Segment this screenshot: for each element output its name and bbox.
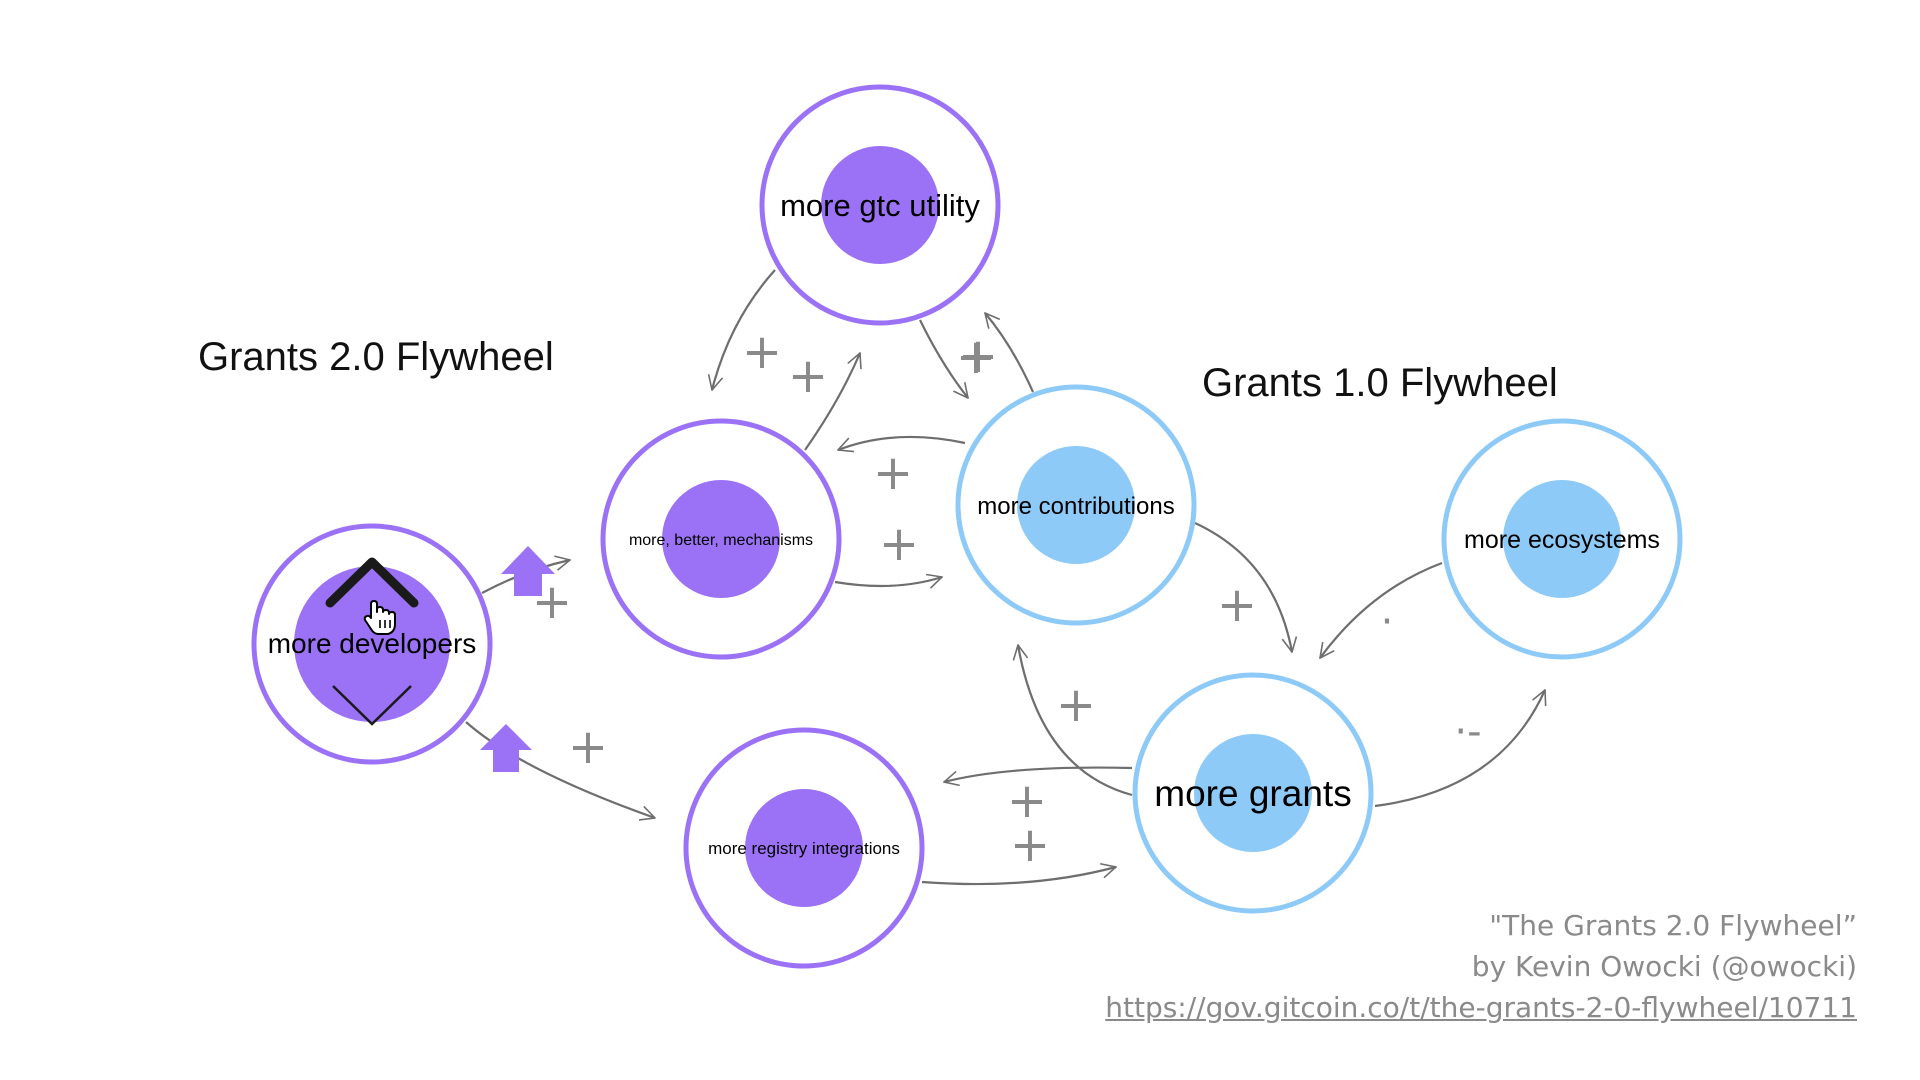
grants2-title: Grants 2.0 Flywheel	[198, 335, 554, 379]
up-arrow-icon	[501, 546, 555, 596]
caption-author: by Kevin Owocki (@owocki)	[1471, 950, 1857, 983]
arrow-grants-to-ecosystems	[1374, 690, 1545, 808]
arrow-mechanisms-to-contributions	[834, 577, 942, 586]
source-link[interactable]: https://gov.gitcoin.co/t/the-grants-2-0-…	[1105, 991, 1857, 1024]
arrow-grants-to-contributions	[1018, 645, 1133, 797]
arrow-registry-to-grants	[921, 867, 1116, 886]
arrow-contributions-to-grants	[1194, 522, 1292, 652]
polarity-signs: + + + + + + + · ·- + + + + +	[532, 324, 1482, 873]
caption-link-wrap: https://gov.gitcoin.co/t/the-grants-2-0-…	[1105, 988, 1857, 1028]
node-ecosystems[interactable]: more ecosystems	[1441, 418, 1683, 660]
arrow-contributions-to-mechanisms	[838, 435, 966, 450]
node-label: more contributions	[977, 493, 1174, 520]
sign-plus: +	[873, 445, 913, 501]
sign-plus: +	[568, 719, 608, 775]
chevron-up-icon[interactable]	[325, 557, 419, 608]
sign-plus: +	[742, 324, 782, 380]
node-label: more ecosystems	[1464, 526, 1660, 554]
sign-dot: ·	[1381, 599, 1394, 645]
node-gtc-utility[interactable]: more gtc utility	[759, 84, 1001, 326]
sign-plus: +	[956, 329, 996, 385]
node-label: more, better, mechanisms	[629, 532, 813, 549]
chevron-down-icon[interactable]	[332, 685, 412, 726]
node-contributions[interactable]: more contributions	[955, 384, 1197, 626]
sign-plus: +	[879, 516, 919, 572]
node-label: more gtc utility	[780, 188, 980, 223]
arrow-gtc-to-contributions	[919, 319, 968, 398]
arrow-ecosystems-to-grants	[1320, 561, 1443, 658]
node-grants[interactable]: more grants	[1132, 672, 1374, 914]
sign-plus: +	[1217, 577, 1257, 633]
sign-plus: +	[1007, 773, 1047, 829]
node-developers[interactable]: more developers	[251, 523, 493, 765]
sign-plus: +	[1056, 677, 1096, 733]
node-label: more registry integrations	[708, 839, 900, 858]
caption-title: "The Grants 2.0 Flywheel”	[1489, 909, 1857, 942]
arrow-developers-to-registry	[465, 721, 655, 818]
arrow-grants-to-registry	[944, 766, 1133, 782]
hand-pointer-icon	[363, 600, 396, 635]
sign-plus: +	[958, 328, 998, 384]
connection-arrows	[465, 269, 1545, 886]
node-registry[interactable]: more registry integrations	[683, 727, 925, 969]
sign-dot-minus: ·-	[1454, 709, 1481, 755]
arrow-contributions-to-gtc	[985, 313, 1035, 393]
sign-plus: +	[788, 348, 828, 404]
node-label: more developers	[268, 628, 477, 659]
up-arrow-icon	[480, 724, 532, 772]
grants1-title: Grants 1.0 Flywheel	[1202, 361, 1558, 405]
node-label: more grants	[1154, 773, 1351, 814]
sign-plus: +	[1010, 817, 1050, 873]
arrow-mechanisms-to-gtc	[804, 353, 860, 451]
node-mechanisms[interactable]: more, better, mechanisms	[600, 418, 842, 660]
arrow-gtc-to-mechanisms	[712, 269, 776, 390]
